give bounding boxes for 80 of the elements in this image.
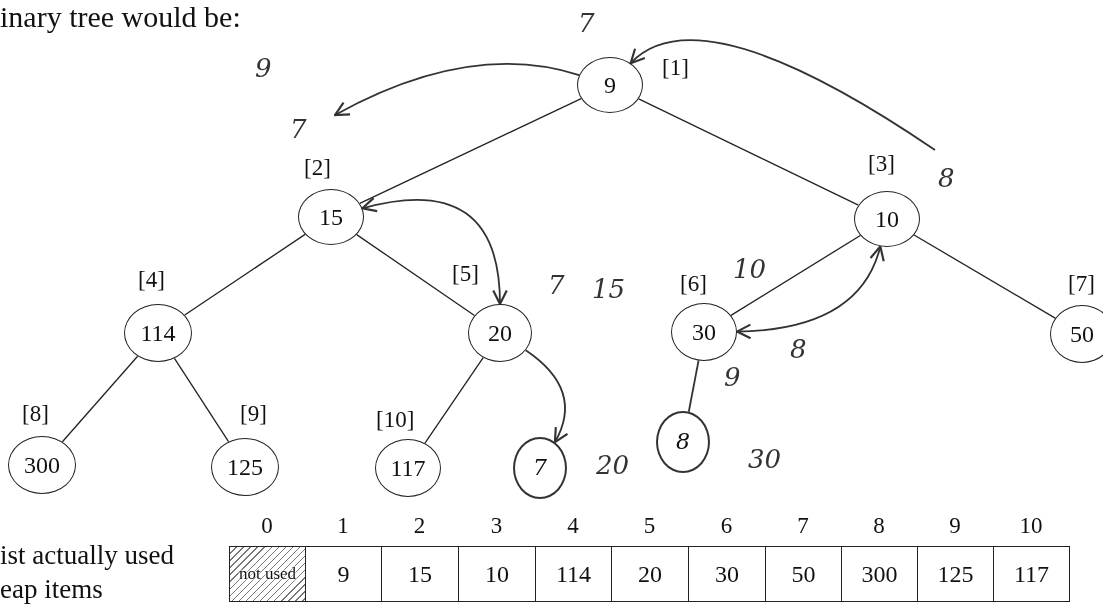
tree-edge: [356, 233, 476, 317]
caption-text: eap items: [0, 576, 103, 603]
array-cell: 20: [611, 546, 689, 602]
array-cell: 30: [688, 546, 766, 602]
tree-edge: [638, 98, 859, 206]
node-value: 9: [604, 73, 616, 97]
handwritten-note: 8: [790, 336, 807, 362]
tree-node: [854, 191, 920, 247]
array-cell: 300: [841, 546, 918, 602]
handwritten-note: 10: [733, 256, 767, 282]
node-value: 300: [24, 453, 60, 477]
handwritten-note: 9: [724, 364, 741, 390]
arrow: [524, 349, 569, 444]
array-cell: 9: [305, 546, 382, 602]
arrow: [361, 197, 508, 306]
handwritten-note: 7: [548, 272, 565, 298]
tree-node: [124, 304, 192, 362]
arrow: [333, 63, 581, 117]
node-value: 117: [390, 456, 426, 480]
array-index: 4: [567, 514, 579, 537]
array-cell: 114: [535, 546, 612, 602]
array-index: 9: [949, 514, 961, 537]
node-value: 50: [1070, 322, 1094, 346]
index-label: [7]: [1068, 272, 1095, 295]
arrow: [735, 245, 884, 339]
array-index: 5: [643, 514, 656, 537]
handwritten-note: 7: [290, 116, 307, 142]
array-cell: 50: [765, 546, 842, 602]
handwritten-circle: [656, 411, 710, 473]
array-index: 0: [261, 514, 273, 537]
node-value: 20: [488, 321, 512, 345]
array-index: 1: [337, 514, 349, 537]
node-value: 30: [692, 320, 716, 344]
array-cell: 15: [381, 546, 459, 602]
index-label: [2]: [304, 156, 331, 179]
array-cell: 10: [458, 546, 536, 602]
index-label: [9]: [240, 402, 267, 425]
index-label: [10]: [376, 408, 415, 431]
handwritten-note: 30: [748, 446, 782, 472]
array-index: 8: [873, 514, 885, 537]
handwritten-note: 7: [578, 10, 595, 36]
tree-edge: [173, 357, 230, 443]
tree-edge: [730, 234, 861, 316]
handwritten-note: 15: [592, 276, 626, 302]
node-value: 15: [319, 205, 343, 229]
index-label: [6]: [680, 272, 707, 295]
node-value: 125: [227, 455, 263, 479]
node-value: 8: [676, 431, 690, 453]
handwritten-note: 9: [255, 55, 272, 81]
array-index: 7: [797, 514, 809, 537]
index-label: [4]: [138, 268, 165, 291]
handwritten-line: [687, 359, 700, 413]
index-label: [5]: [452, 262, 479, 285]
tree-node: [577, 57, 643, 113]
tree-edge: [359, 98, 582, 204]
array-cell: 125: [917, 546, 994, 602]
index-label: [3]: [868, 152, 895, 175]
node-value: 10: [875, 207, 899, 231]
array-index: 10: [1019, 514, 1043, 537]
tree-node: [468, 304, 532, 362]
array-index: 3: [490, 514, 503, 537]
array-cell: 117: [993, 546, 1070, 602]
index-label: [1]: [662, 56, 689, 79]
tree-node: [298, 189, 364, 245]
tree-edge: [913, 234, 1056, 319]
array-index: 6: [720, 514, 733, 537]
handwritten-note: 20: [596, 452, 630, 478]
handwritten-circle: [513, 437, 567, 499]
index-label: [8]: [22, 402, 49, 425]
tree-node: [1050, 305, 1103, 363]
array-index: 2: [413, 514, 426, 537]
caption-text: ist actually used: [0, 542, 174, 569]
node-value: 114: [140, 321, 176, 345]
heading-text: inary tree would be:: [0, 2, 241, 32]
tree-edge: [61, 355, 139, 443]
tree-edge: [184, 233, 306, 316]
node-value: 7: [533, 457, 547, 479]
tree-edge: [424, 357, 484, 444]
handwritten-note: 8: [938, 165, 955, 191]
arrow: [629, 39, 936, 151]
